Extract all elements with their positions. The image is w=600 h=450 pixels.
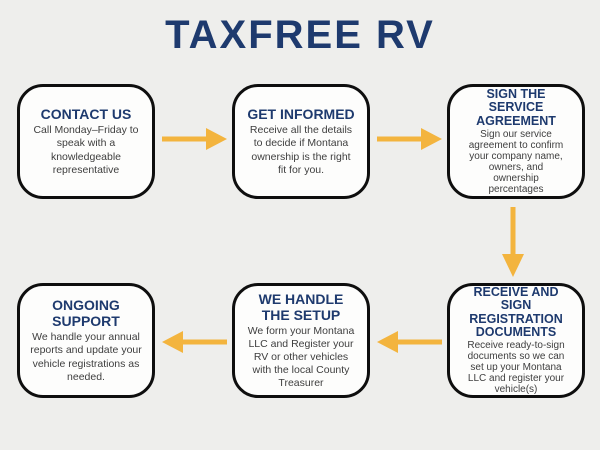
step-title: GET INFORMED xyxy=(247,106,355,123)
step-title: CONTACT US xyxy=(40,106,132,123)
step-box-sign-the-service-agreement: SIGN THE SERVICE AGREEMENT Sign our serv… xyxy=(447,84,585,199)
step-box-contact-us: CONTACT US Call Monday–Friday to speak w… xyxy=(17,84,155,199)
step-description: We handle your annual reports and update… xyxy=(30,331,142,383)
page-title: TAXFREE RV xyxy=(165,13,435,57)
arrow-left-icon xyxy=(377,331,442,353)
step-description: Receive ready-to-sign documents so we ca… xyxy=(467,340,565,395)
step-description: Sign our service agreement to confirm yo… xyxy=(468,128,564,195)
step-description: Call Monday–Friday to speak with a knowl… xyxy=(33,124,139,176)
step-title: RECEIVE AND SIGN REGISTRATION DOCUMENTS xyxy=(469,285,563,339)
arrow-right-icon xyxy=(162,128,227,150)
arrow-right-icon xyxy=(377,128,442,150)
step-title: WE HANDLE THE SETUP xyxy=(258,290,344,323)
step-box-receive-and-sign-registration-documents: RECEIVE AND SIGN REGISTRATION DOCUMENTS … xyxy=(447,283,585,398)
step-description: Receive all the details to decide if Mon… xyxy=(249,124,353,176)
arrow-down-icon xyxy=(502,207,524,277)
arrow-left-icon xyxy=(162,331,227,353)
step-box-we-handle-the-setup: WE HANDLE THE SETUP We form your Montana… xyxy=(232,283,370,398)
step-title: ONGOING SUPPORT xyxy=(52,297,120,330)
step-box-get-informed: GET INFORMED Receive all the details to … xyxy=(232,84,370,199)
step-title: SIGN THE SERVICE AGREEMENT xyxy=(476,87,556,128)
step-box-ongoing-support: ONGOING SUPPORT We handle your annual re… xyxy=(17,283,155,398)
step-description: We form your Montana LLC and Register yo… xyxy=(247,324,355,390)
